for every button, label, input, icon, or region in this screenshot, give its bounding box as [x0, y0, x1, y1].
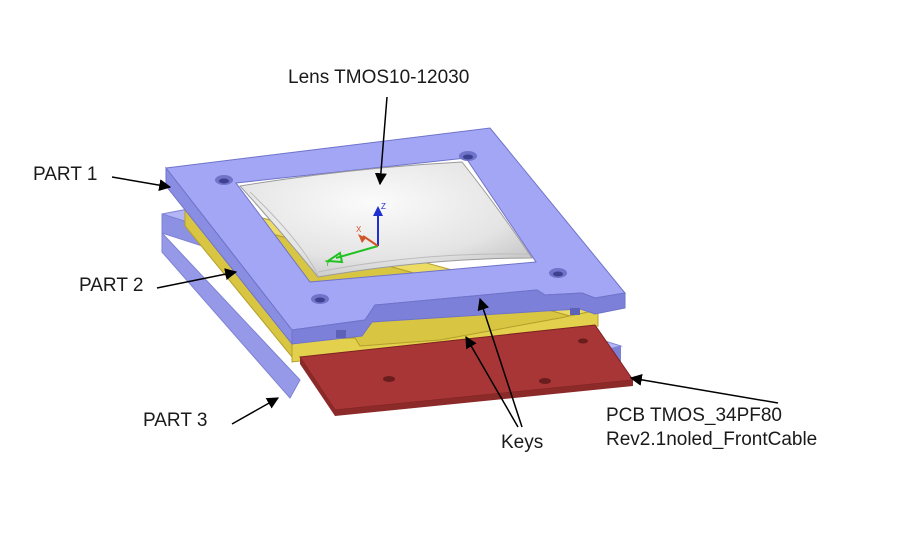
screw-hole [553, 271, 563, 277]
pcb-hole [578, 338, 588, 344]
screw-hole [315, 297, 325, 303]
axis-x-label: X [356, 225, 362, 234]
callout-arrows [111, 96, 779, 428]
keys-label: Keys [501, 432, 544, 453]
part1-label: PART 1 [33, 164, 98, 185]
arrow-keys-1 [477, 297, 523, 428]
frame-peg [570, 308, 580, 315]
axis-y-label: Y [325, 259, 331, 268]
lens [239, 161, 533, 278]
axes-triad: Z X Y [325, 202, 386, 268]
pcb-label-line1: PCB TMOS_34PF80 [606, 405, 783, 426]
arrow-keys-2 [465, 335, 519, 428]
pcb-hole [539, 378, 551, 384]
lens-label: Lens TMOS10-12030 [288, 67, 470, 88]
part3-label: PART 3 [143, 410, 208, 431]
pcb-label-line2: Rev2.1noled_FrontCable [606, 429, 818, 450]
arrow-part1 [111, 176, 172, 192]
arrow-part3 [231, 397, 280, 425]
frame-peg [336, 330, 346, 338]
axis-z-label: Z [381, 202, 386, 211]
arrow-pcb [629, 373, 779, 404]
arrow-lens [374, 96, 388, 186]
pcb-hole [383, 376, 395, 382]
part2-label: PART 2 [79, 275, 144, 296]
screw-hole [463, 154, 473, 160]
part1-frame [165, 127, 626, 346]
screw-hole [219, 178, 229, 184]
arrow-part2 [156, 268, 238, 289]
pcb-label: PCB TMOS_34PF80 Rev2.1noled_FrontCable [606, 404, 817, 452]
